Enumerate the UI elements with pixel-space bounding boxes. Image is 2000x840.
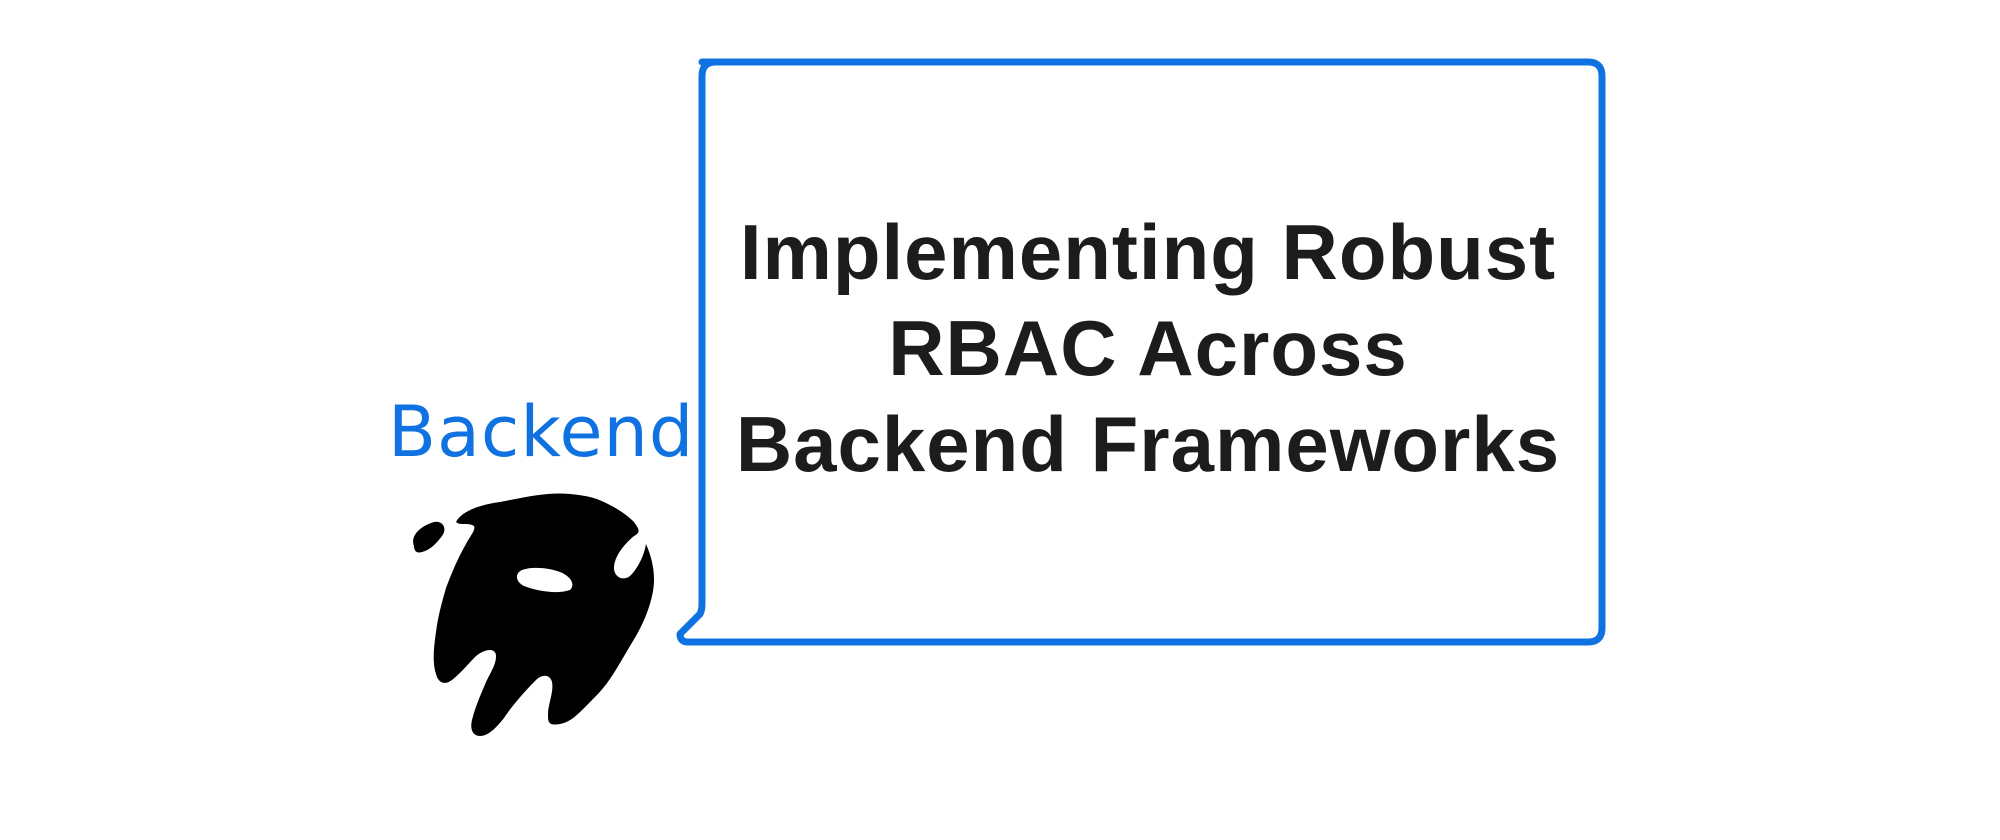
page-title: Implementing Robust RBAC Across Backend … bbox=[735, 208, 1561, 488]
brand-label: Backend bbox=[388, 391, 695, 473]
ghost-mascot-icon bbox=[413, 493, 654, 736]
title-container: Implementing Robust RBAC Across Backend … bbox=[718, 158, 1578, 538]
speech-bubble-frame bbox=[676, 58, 1606, 646]
